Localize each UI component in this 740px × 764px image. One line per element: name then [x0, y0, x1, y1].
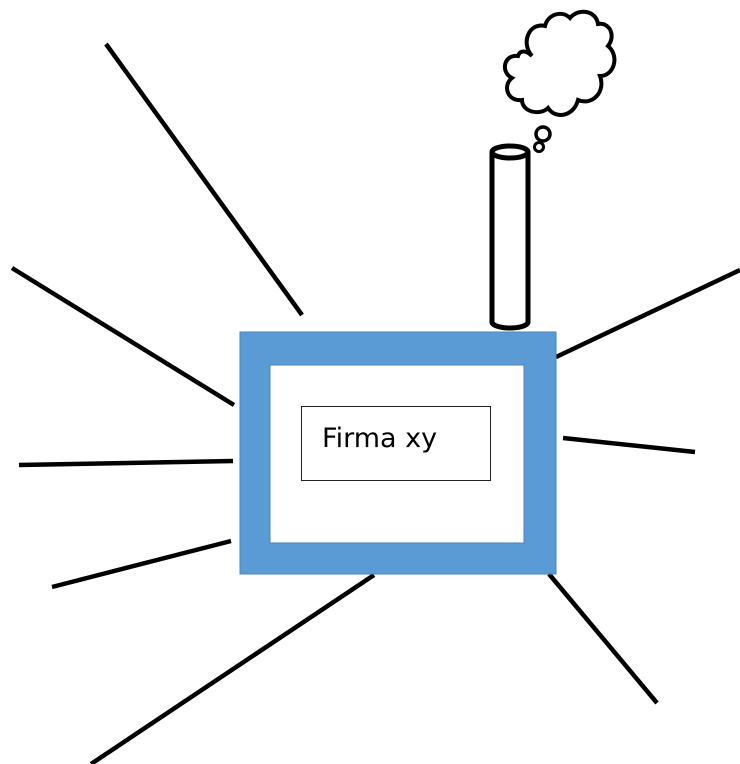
firm-name-label: Firma xy	[322, 423, 438, 454]
cloud-shape	[502, 9, 617, 117]
ray-line	[104, 42, 304, 317]
ray-line	[89, 573, 376, 764]
cloud-bubble	[534, 125, 552, 143]
ray-line	[10, 266, 236, 407]
ray-line	[555, 267, 740, 360]
chimney-body	[489, 152, 531, 331]
ray-line	[51, 538, 232, 590]
ray-line	[547, 572, 659, 705]
chimney-top	[489, 143, 531, 161]
chimney	[489, 143, 531, 331]
ray-line	[18, 458, 234, 468]
smoke-cloud	[502, 9, 617, 153]
firm-name-box: Firma xy	[301, 406, 491, 481]
ray-line	[562, 435, 696, 455]
cloud-bubble	[533, 141, 545, 153]
